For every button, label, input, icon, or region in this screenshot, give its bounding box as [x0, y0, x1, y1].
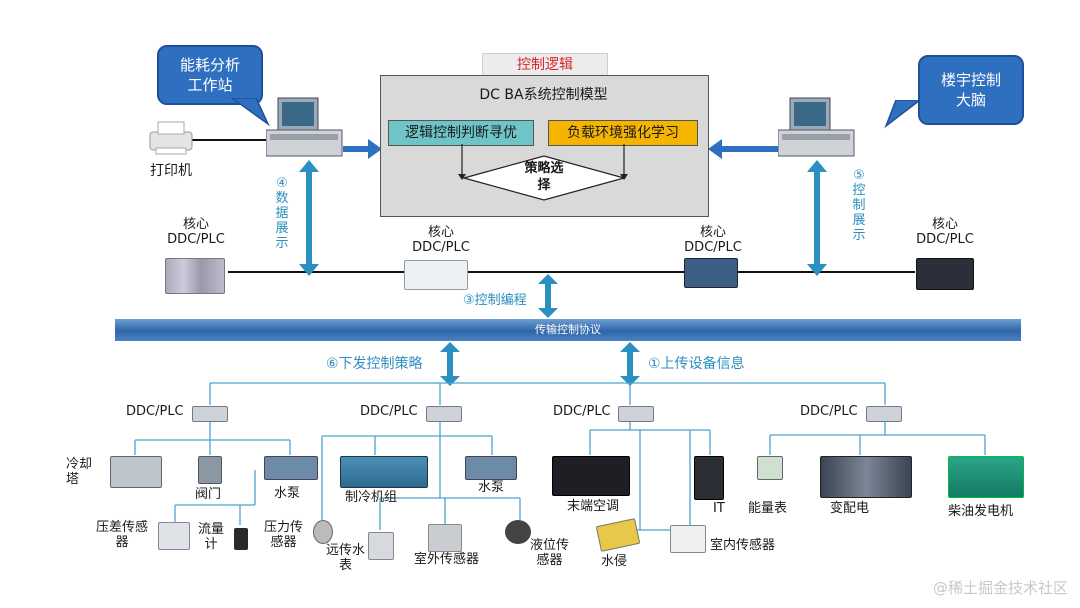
- energy-meter-device: [757, 456, 783, 480]
- level-sensor-device: [505, 520, 531, 544]
- model-title: DC BA系统控制模型: [479, 87, 608, 103]
- field-ddc-4-label: DDC/PLC: [800, 404, 858, 419]
- arrow-left-to-box: [343, 139, 382, 159]
- terminal-ac-label: 末端空调: [567, 499, 620, 514]
- outdoor-sensor-device-1: [368, 532, 394, 560]
- chiller-label: 制冷机组: [345, 490, 398, 505]
- field-ddc-3-device: [618, 406, 654, 422]
- pump-1-label: 水泵: [274, 486, 301, 501]
- dp-sensor-device: [158, 522, 190, 550]
- indoor-sensor-label: 室内传感器: [710, 538, 776, 553]
- water-leak-label: 水侵: [601, 554, 628, 569]
- outdoor-sensor-label: 室外传感器: [414, 552, 480, 567]
- bubble-tail-right: [884, 100, 922, 129]
- valve-label: 阀门: [195, 487, 222, 502]
- workstation-right-icon: [778, 97, 855, 157]
- field-ddc-2-label: DDC/PLC: [360, 404, 418, 419]
- core-plc-3-device: [684, 258, 738, 288]
- energy-station-bubble: 能耗分析工作站: [157, 45, 263, 105]
- energy-meter-label: 能量表: [748, 501, 788, 516]
- watermark: @稀土掘金技术社区: [932, 579, 1068, 597]
- remote-meter-label: 远传水表: [326, 543, 366, 573]
- printer-icon: [149, 121, 193, 155]
- strategy-diamond: [458, 144, 628, 201]
- field-ddc-1-device: [192, 406, 228, 422]
- pump-2-label: 水泵: [478, 480, 505, 495]
- logic-optimize-box: 逻辑控制判断寻优: [388, 120, 534, 146]
- issue-strategy-label: ⑥下发控制策略: [326, 356, 423, 372]
- field-ddc-2-device: [426, 406, 462, 422]
- cooling-tower-device: [110, 456, 162, 488]
- double-arrow-data: [299, 160, 319, 276]
- double-arrow-programming: [538, 274, 558, 318]
- indoor-sensor-device: [670, 525, 706, 553]
- field-ddc-1-label: DDC/PLC: [126, 404, 184, 419]
- cooling-tower-label: 冷却塔: [66, 457, 93, 487]
- strategy-label: 策略选择: [524, 161, 564, 193]
- core-plc-2-device: [404, 260, 468, 290]
- field-bus-lines: [134, 382, 986, 531]
- flow-meter-device: [234, 528, 248, 550]
- power-dist-device: [820, 456, 912, 498]
- pump-2-device: [465, 456, 517, 480]
- core-plc-4-device: [916, 258, 974, 290]
- control-display-label: ⑤控制展示: [852, 168, 866, 243]
- double-arrow-control: [807, 160, 827, 276]
- double-arrow-issue: [440, 342, 460, 386]
- printer-label: 打印机: [150, 163, 192, 179]
- level-sensor-label: 液位传感器: [530, 538, 570, 568]
- diesel-gen-device: [948, 456, 1024, 498]
- dp-sensor-label: 压差传感器: [96, 520, 149, 550]
- pump-1-device: [264, 456, 318, 480]
- double-arrow-upload: [620, 342, 640, 386]
- control-logic-title: 控制逻辑: [482, 53, 608, 77]
- arrow-right-to-box: [708, 139, 778, 159]
- it-rack-device: [694, 456, 724, 500]
- diesel-gen-label: 柴油发电机: [948, 504, 1014, 519]
- field-ddc-3-label: DDC/PLC: [553, 404, 611, 419]
- flow-meter-label: 流量计: [198, 522, 225, 552]
- power-dist-label: 变配电: [830, 501, 870, 516]
- outdoor-sensor-device-2: [428, 524, 462, 552]
- field-ddc-4-device: [866, 406, 902, 422]
- building-brain-bubble: 楼宇控制大脑: [918, 55, 1024, 125]
- remote-meter-device: [313, 520, 333, 544]
- workstation-left-icon: [266, 97, 343, 157]
- transmission-protocol-bus: 传输控制协议: [115, 319, 1021, 341]
- it-label: IT: [713, 501, 725, 516]
- core-plc-1-device: [165, 258, 225, 294]
- terminal-ac-device: [552, 456, 630, 496]
- chiller-device: [340, 456, 428, 488]
- data-display-label: ④数据展示: [275, 176, 289, 251]
- pressure-sensor-label: 压力传感器: [264, 520, 304, 550]
- valve-device: [198, 456, 222, 484]
- bubble-tail-left: [230, 98, 270, 127]
- reinforcement-learning-box: 负载环境强化学习: [548, 120, 698, 146]
- control-programming-label: ③控制编程: [463, 293, 527, 308]
- upload-info-label: ①上传设备信息: [648, 356, 745, 372]
